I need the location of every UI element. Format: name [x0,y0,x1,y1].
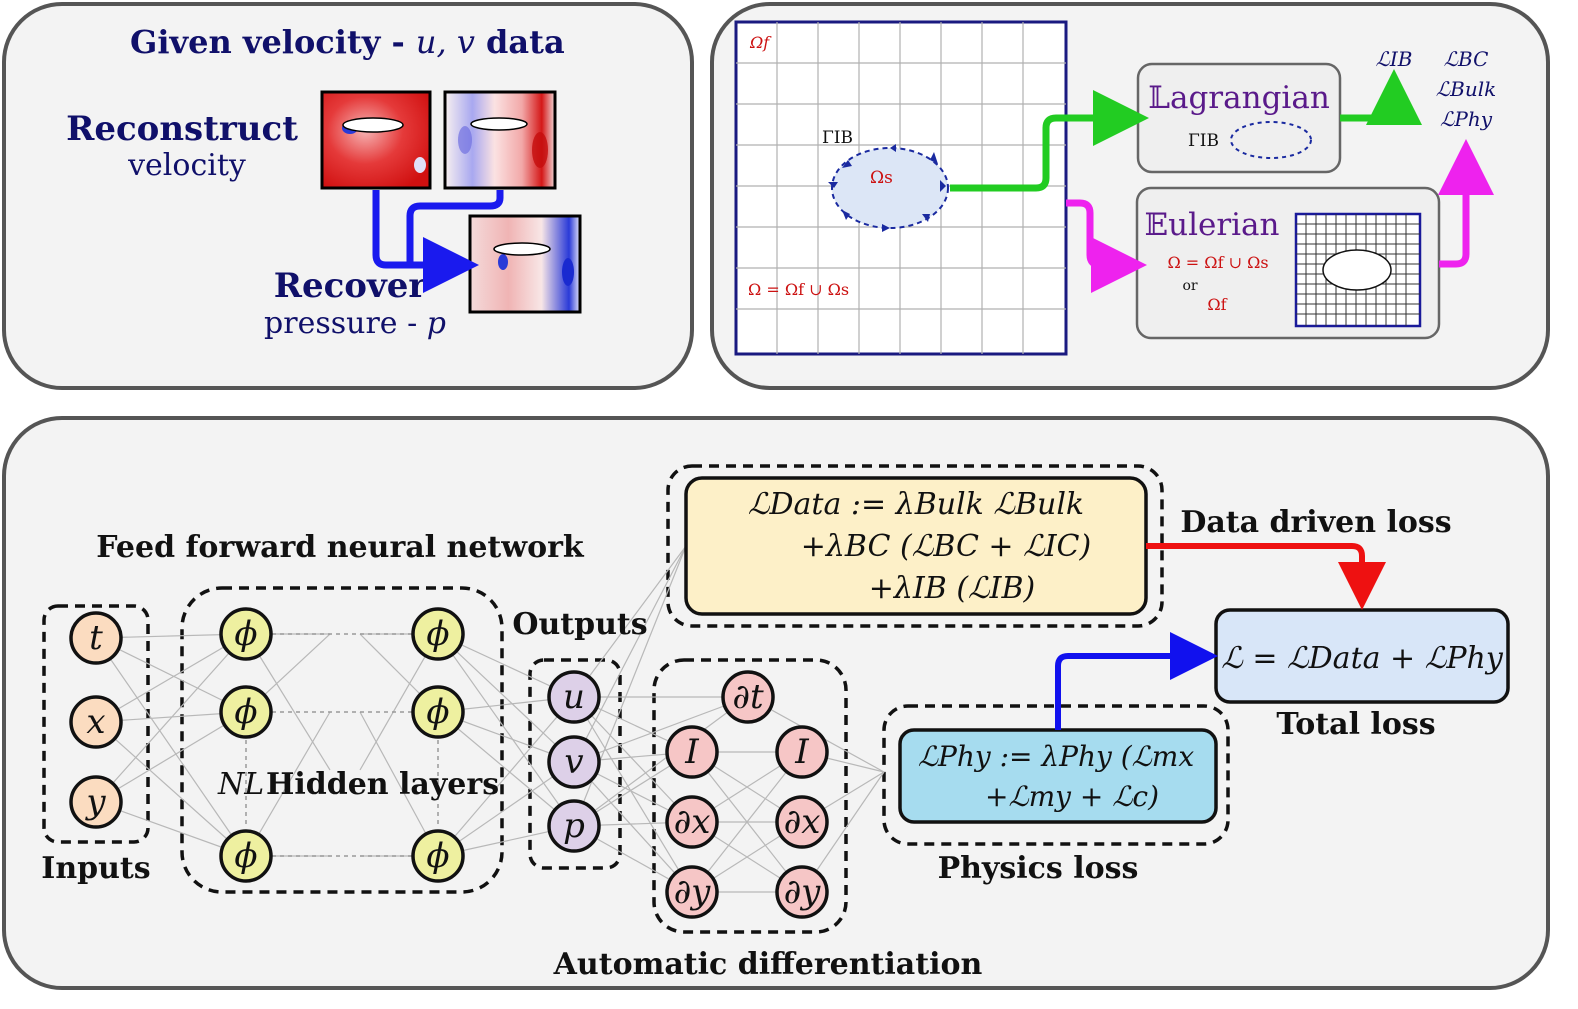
hidden-node [411,829,465,883]
data-loss-eq-line1: ℒData := λBulk ℒBulk [748,487,1084,522]
inputs-label: Inputs [41,851,150,886]
data-loss-eq-line3: +λIB (ℒIB) [869,571,1036,606]
output-node-p-label: p [563,806,585,846]
green-arrow-to-lib [1340,69,1422,125]
panel-b-content: Ωf ΓIB Ωs Ω = Ωf ∪ Ωs 𝕃agrangian ΓIB 𝔼ul… [734,20,1497,356]
data-loss-label: Data driven loss [1180,505,1451,540]
hidden-node-label: ϕ [426,614,449,654]
magenta-arrow-to-losses [1438,139,1494,268]
hidden-layers-label: Hidden layers [266,767,499,802]
data-loss-eq-line2: +λBC (ℒBC + ℒIC) [801,529,1091,564]
hidden-node-label: ϕ [426,692,449,732]
output-node-u [547,670,601,724]
output-nodes: u v p [547,670,601,853]
hidden-layers-group-box [180,586,504,894]
autodiff-node [665,795,719,849]
v-to-p-arrow [406,190,504,265]
output-node-v [547,735,601,789]
hidden-node [219,685,273,739]
autodiff-node-label: ∂t [732,677,764,717]
hidden-layers-nl: NL [217,767,264,802]
total-loss-label: Total loss [1276,707,1435,742]
input-node-t-label: t [89,618,103,658]
omega-union-label: Ω = Ωf ∪ Ωs [748,280,849,299]
input-node-x [69,695,123,749]
recover-label: Recover [274,266,428,306]
autodiff-label: Automatic differentiation [553,947,983,982]
autodiff-node [665,725,719,779]
loss-phy-label: ℒPhy [1440,107,1493,131]
eulerian-domain-eq: Ω = Ωf ∪ Ωs [1167,253,1268,272]
autodiff-node-label: I [684,732,699,772]
eulerian-alt-domain: Ωf [1207,295,1227,314]
autodiff-node-label: ∂y [674,872,712,912]
autodiff-node [775,795,829,849]
magenta-arrow-to-eulerian [1066,199,1147,293]
eulerian-grid-icon [1294,212,1422,328]
hidden-node [219,829,273,883]
lagrangian-gamma-label: ΓIB [1188,131,1219,151]
u-to-p-arrow [372,190,479,293]
hidden-node [411,685,465,739]
hidden-node [411,607,465,661]
eulerian-or: or [1182,278,1197,294]
input-node-y-label: y [84,782,106,822]
autodiff-nodes: ∂t I ∂x ∂y I ∂x ∂y [665,670,829,919]
lagrangian-title: 𝕃agrangian [1148,80,1330,116]
pressure-field-image [468,214,582,314]
hidden-node-label: ϕ [234,836,257,876]
panel-velocity-reconstruction [2,2,694,390]
loss-bc-label: ℒBC [1444,47,1489,71]
input-node-x-label: x [86,702,105,742]
output-node-v-label: v [564,742,583,782]
physics-loss-eq-line1: ℒPhy := λPhy (ℒmx [918,740,1195,773]
panel-a-title: Given velocity - u, v data [130,23,565,61]
panel-c-content: Feed forward neural network [41,464,1510,982]
gamma-ib-label: ΓIB [822,128,853,148]
physics-loss-eq-line2: +ℒmy + ℒc) [985,780,1159,813]
green-arrow-to-lagrangian [950,90,1149,192]
output-node-u-label: u [563,677,585,717]
physics-loss-arrow [1055,632,1218,730]
u-velocity-field-image [320,90,432,190]
physics-loss-label: Physics loss [938,851,1139,886]
v-velocity-field-image [443,90,557,190]
data-loss-arrow [1146,543,1386,610]
loss-bulk-label: ℒBulk [1436,77,1497,101]
reconstruct-sublabel: velocity [127,148,246,183]
input-nodes: t x y [69,611,123,829]
omega-f-label: Ωf [749,33,772,52]
ffnn-title: Feed forward neural network [96,530,585,565]
panel-a-content: Given velocity - u, v data Reconstruct v… [66,23,582,341]
autodiff-node-label: ∂x [674,802,711,842]
input-node-y [69,775,123,829]
omega-s-label: Ωs [870,168,893,188]
hidden-nodes: ϕ ϕ ϕ ϕ ϕ ϕ [219,607,465,883]
reconstruct-label: Reconstruct [66,109,298,149]
recover-sublabel: pressure - p [264,306,446,341]
inputs-group-box [42,604,150,844]
loss-ib-label: ℒIB [1375,47,1412,71]
hidden-node-label: ϕ [234,614,257,654]
autodiff-node-label: ∂x [784,802,821,842]
autodiff-node-label: ∂y [784,872,822,912]
physics-loss-group-box [882,704,1230,846]
autodiff-node-label: I [794,732,809,772]
autodiff-node [775,865,829,919]
outputs-label: Outputs [512,607,647,642]
autodiff-group-box [652,658,848,934]
hidden-node-label: ϕ [426,836,449,876]
hidden-node [219,607,273,661]
autodiff-node [721,670,775,724]
eulerian-title: 𝔼ulerian [1144,207,1279,243]
autodiff-node [665,865,719,919]
input-node-t [69,611,123,665]
output-node-p [547,799,601,853]
data-loss-group-box [666,464,1164,628]
total-loss-eq: ℒ = ℒData + ℒPhy [1221,641,1504,676]
autodiff-node [775,725,829,779]
lagrangian-boundary-icon [1230,121,1312,159]
hidden-node-label: ϕ [234,692,257,732]
